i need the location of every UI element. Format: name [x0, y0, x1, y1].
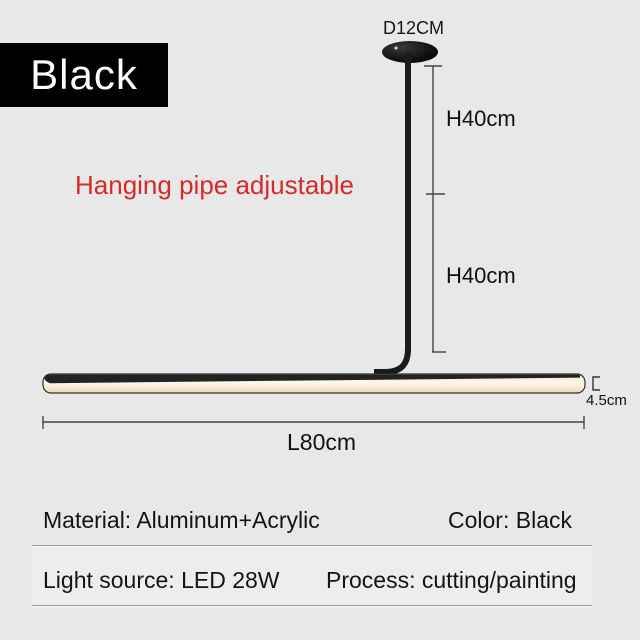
- upper-height-label: H40cm: [446, 106, 516, 131]
- spec-color: Color: Black: [448, 507, 572, 533]
- specs-divider-top: [32, 545, 592, 547]
- light-bar-top-strip: [44, 374, 580, 384]
- variant-badge: Black: [0, 43, 168, 107]
- specs-divider-bottom: [32, 605, 592, 607]
- variant-badge-label: Black: [30, 51, 138, 98]
- canopy-highlight: [394, 46, 398, 50]
- bar-length-label: L80cm: [287, 429, 357, 455]
- bar-height-bracket: [592, 376, 600, 391]
- canopy-diameter-label: D12CM: [383, 18, 445, 38]
- specs-panel-band: [32, 548, 592, 606]
- adjustable-note: Hanging pipe adjustable: [75, 170, 354, 200]
- spec-process: Process: cutting/painting: [326, 567, 577, 593]
- bar-thickness-label: 4.5cm: [586, 392, 627, 409]
- spec-material: Material: Aluminum+Acrylic: [43, 507, 320, 533]
- lower-height-label: H40cm: [446, 263, 516, 288]
- hanging-pipe: [374, 52, 411, 375]
- spec-light-source: Light source: LED 28W: [43, 567, 280, 593]
